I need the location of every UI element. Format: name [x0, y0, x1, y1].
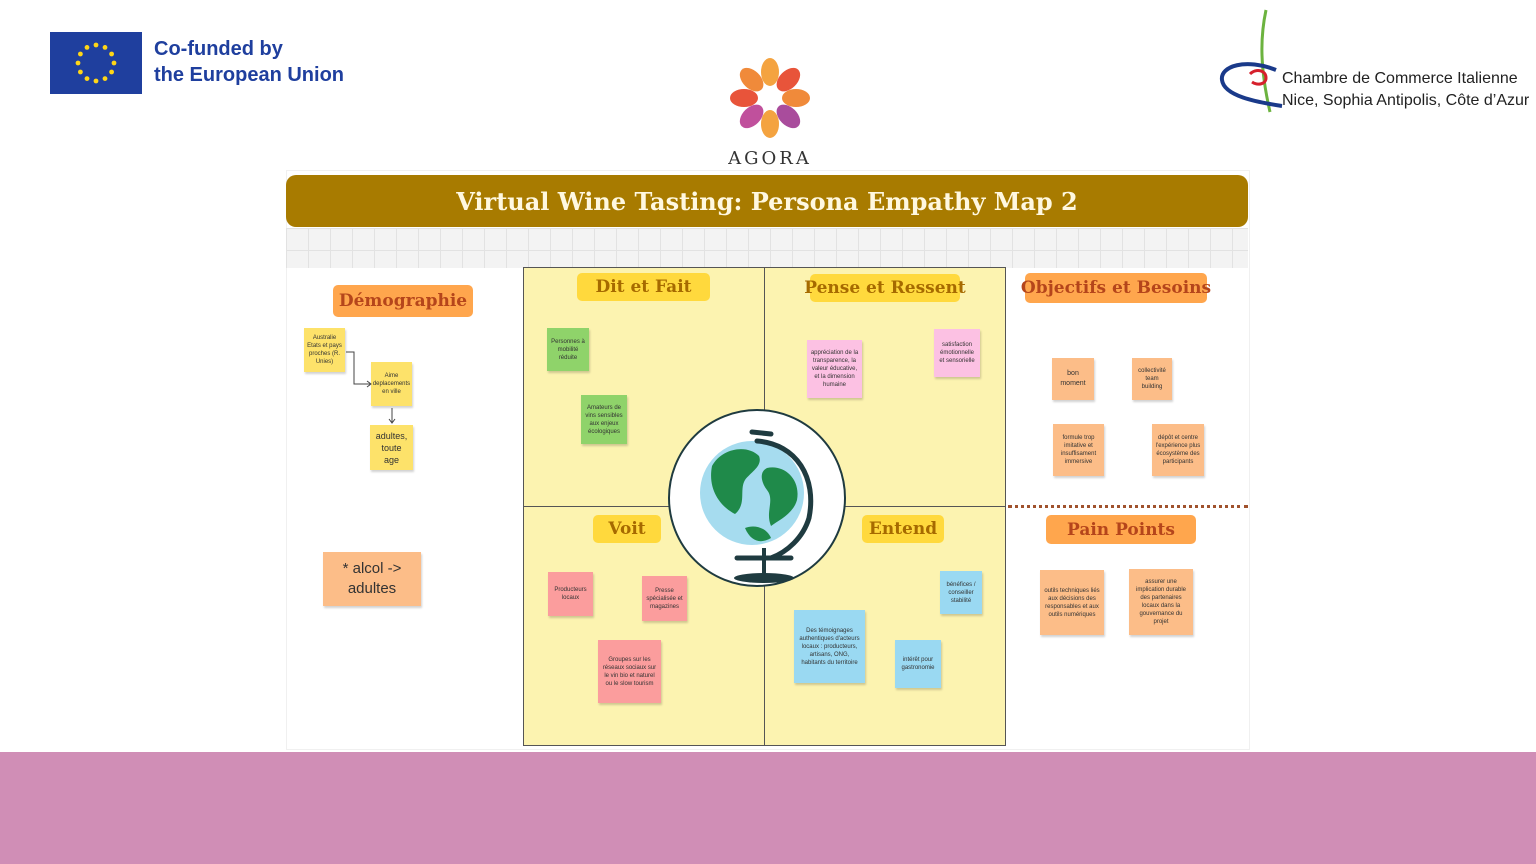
sticky-note: Presse spécialisée et magazines [642, 576, 687, 621]
eu-cofunded-text: Co-funded by the European Union [154, 36, 344, 88]
label-demographie: Démographie [333, 285, 473, 317]
sticky-note: adultes, toute age [370, 425, 413, 470]
label-entend: Entend [862, 515, 944, 543]
sticky-note: assurer une implication durable des part… [1129, 569, 1193, 635]
connector-arrow [346, 351, 396, 424]
sticky-note: outils techniques liés aux décisions des… [1040, 570, 1104, 635]
sticky-note: Groupes sur les réseaux sociaux sur le v… [598, 640, 661, 703]
label-objectifs-et-besoins: Objectifs et Besoins [1021, 273, 1211, 303]
sticky-note: bon moment [1052, 358, 1094, 400]
label-dit-et-fait: Dit et Fait [577, 273, 710, 301]
globe-icon [668, 409, 846, 587]
agora-flower-icon [720, 56, 820, 140]
sticky-note: collectivité team building [1132, 358, 1172, 400]
footer-band [0, 752, 1536, 864]
sticky-note: Amateurs de vins sensibles aux enjeux éc… [581, 395, 627, 444]
sticky-note-alcol: * alcol -> adultes [323, 552, 421, 606]
sticky-note: satisfaction émotionnelle et sensorielle [934, 329, 980, 377]
sticky-note: dépôt et centre l'expérience plus écosys… [1152, 424, 1204, 476]
sticky-note: Aime deplacements en ville [371, 362, 412, 406]
sticky-note: Des témoignages authentiques d'acteurs l… [794, 610, 865, 683]
sticky-note: intérêt pour gastronomie [895, 640, 941, 688]
dotted-separator [1008, 505, 1248, 508]
sticky-note: Australie Etats et pays proches (R. Unie… [304, 328, 345, 372]
eu-line-1: Co-funded by [154, 38, 283, 60]
agora-wordmark: AGORA [728, 148, 812, 169]
sticky-note: formule trop imitative et insuffisament … [1053, 424, 1104, 476]
label-pain-points: Pain Points [1046, 515, 1196, 544]
sticky-note: Producteurs locaux [548, 572, 593, 616]
board-title: Virtual Wine Tasting: Persona Empathy Ma… [286, 175, 1248, 227]
sticky-note: bénéfices / conseiller stabilité [940, 571, 982, 614]
ccit-line-2: Nice, Sophia Antipolis, Côte d’Azur [1282, 92, 1530, 109]
sticky-note: Personnes à mobilité réduite [547, 328, 589, 371]
label-voit: Voit [593, 515, 661, 543]
grid-strip [286, 228, 1248, 268]
ccit-name-text: Chambre de Commerce Italienne Nice, Soph… [1282, 68, 1529, 112]
eu-flag-icon [50, 32, 142, 94]
eu-line-2: the European Union [154, 64, 344, 86]
label-pense-et-ressent: Pense et Ressent [804, 274, 966, 302]
sticky-note: appréciation de la transparence, la vale… [807, 340, 862, 398]
ccit-swoosh-icon [1216, 8, 1288, 118]
ccit-line-1: Chambre de Commerce Italienne [1282, 70, 1518, 87]
